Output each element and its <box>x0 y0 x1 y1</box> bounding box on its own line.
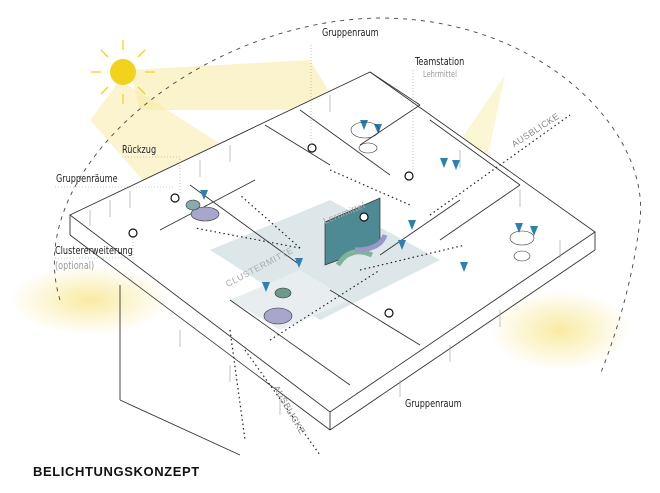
label-gruppenraum-top: Gruppenraum <box>322 26 379 39</box>
label-rueckzug: Rückzug <box>122 143 157 156</box>
label-optional: (optional) <box>55 259 95 272</box>
furniture <box>185 120 538 325</box>
label-gruppenraeume: Gruppenräume <box>56 172 118 185</box>
label-lehrmittel: Lehrmittel <box>423 70 457 80</box>
diagram-title: BELICHTUNGSKONZEPT <box>33 464 200 479</box>
sun-icon <box>91 40 155 104</box>
label-teamstation: Teamstation <box>415 55 465 68</box>
marker-circles <box>128 143 414 318</box>
label-clustererweiterung: Clustererweiterung <box>55 244 133 257</box>
view-arrows <box>194 114 571 456</box>
label-gruppenraum-bottom: Gruppenraum <box>405 397 462 410</box>
sun-path-arc <box>54 17 642 376</box>
